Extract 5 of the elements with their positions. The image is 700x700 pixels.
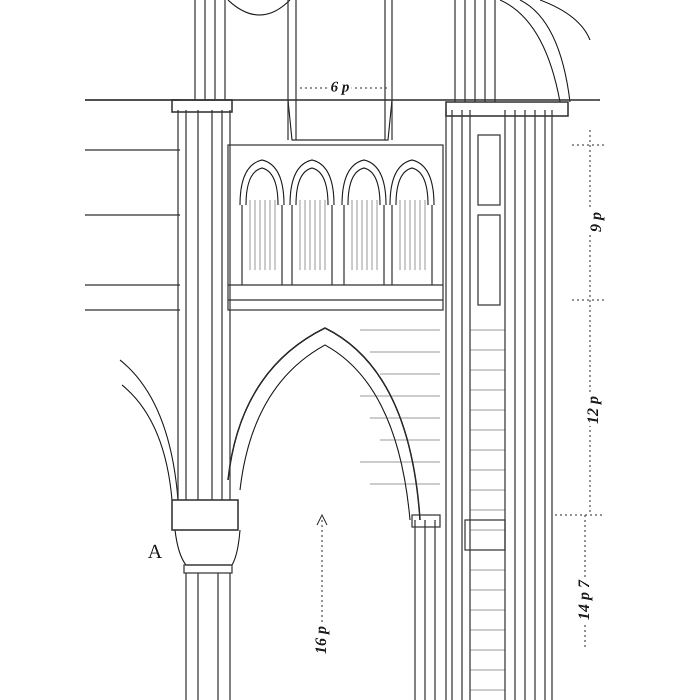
dimension-label: 9 p [589, 210, 605, 234]
dimension-label: 6 p [328, 80, 352, 96]
dimension-label: 16 p [314, 624, 330, 656]
dimension-label: 12 p [586, 394, 602, 426]
dimension-label: 14 p 7 [577, 578, 593, 622]
